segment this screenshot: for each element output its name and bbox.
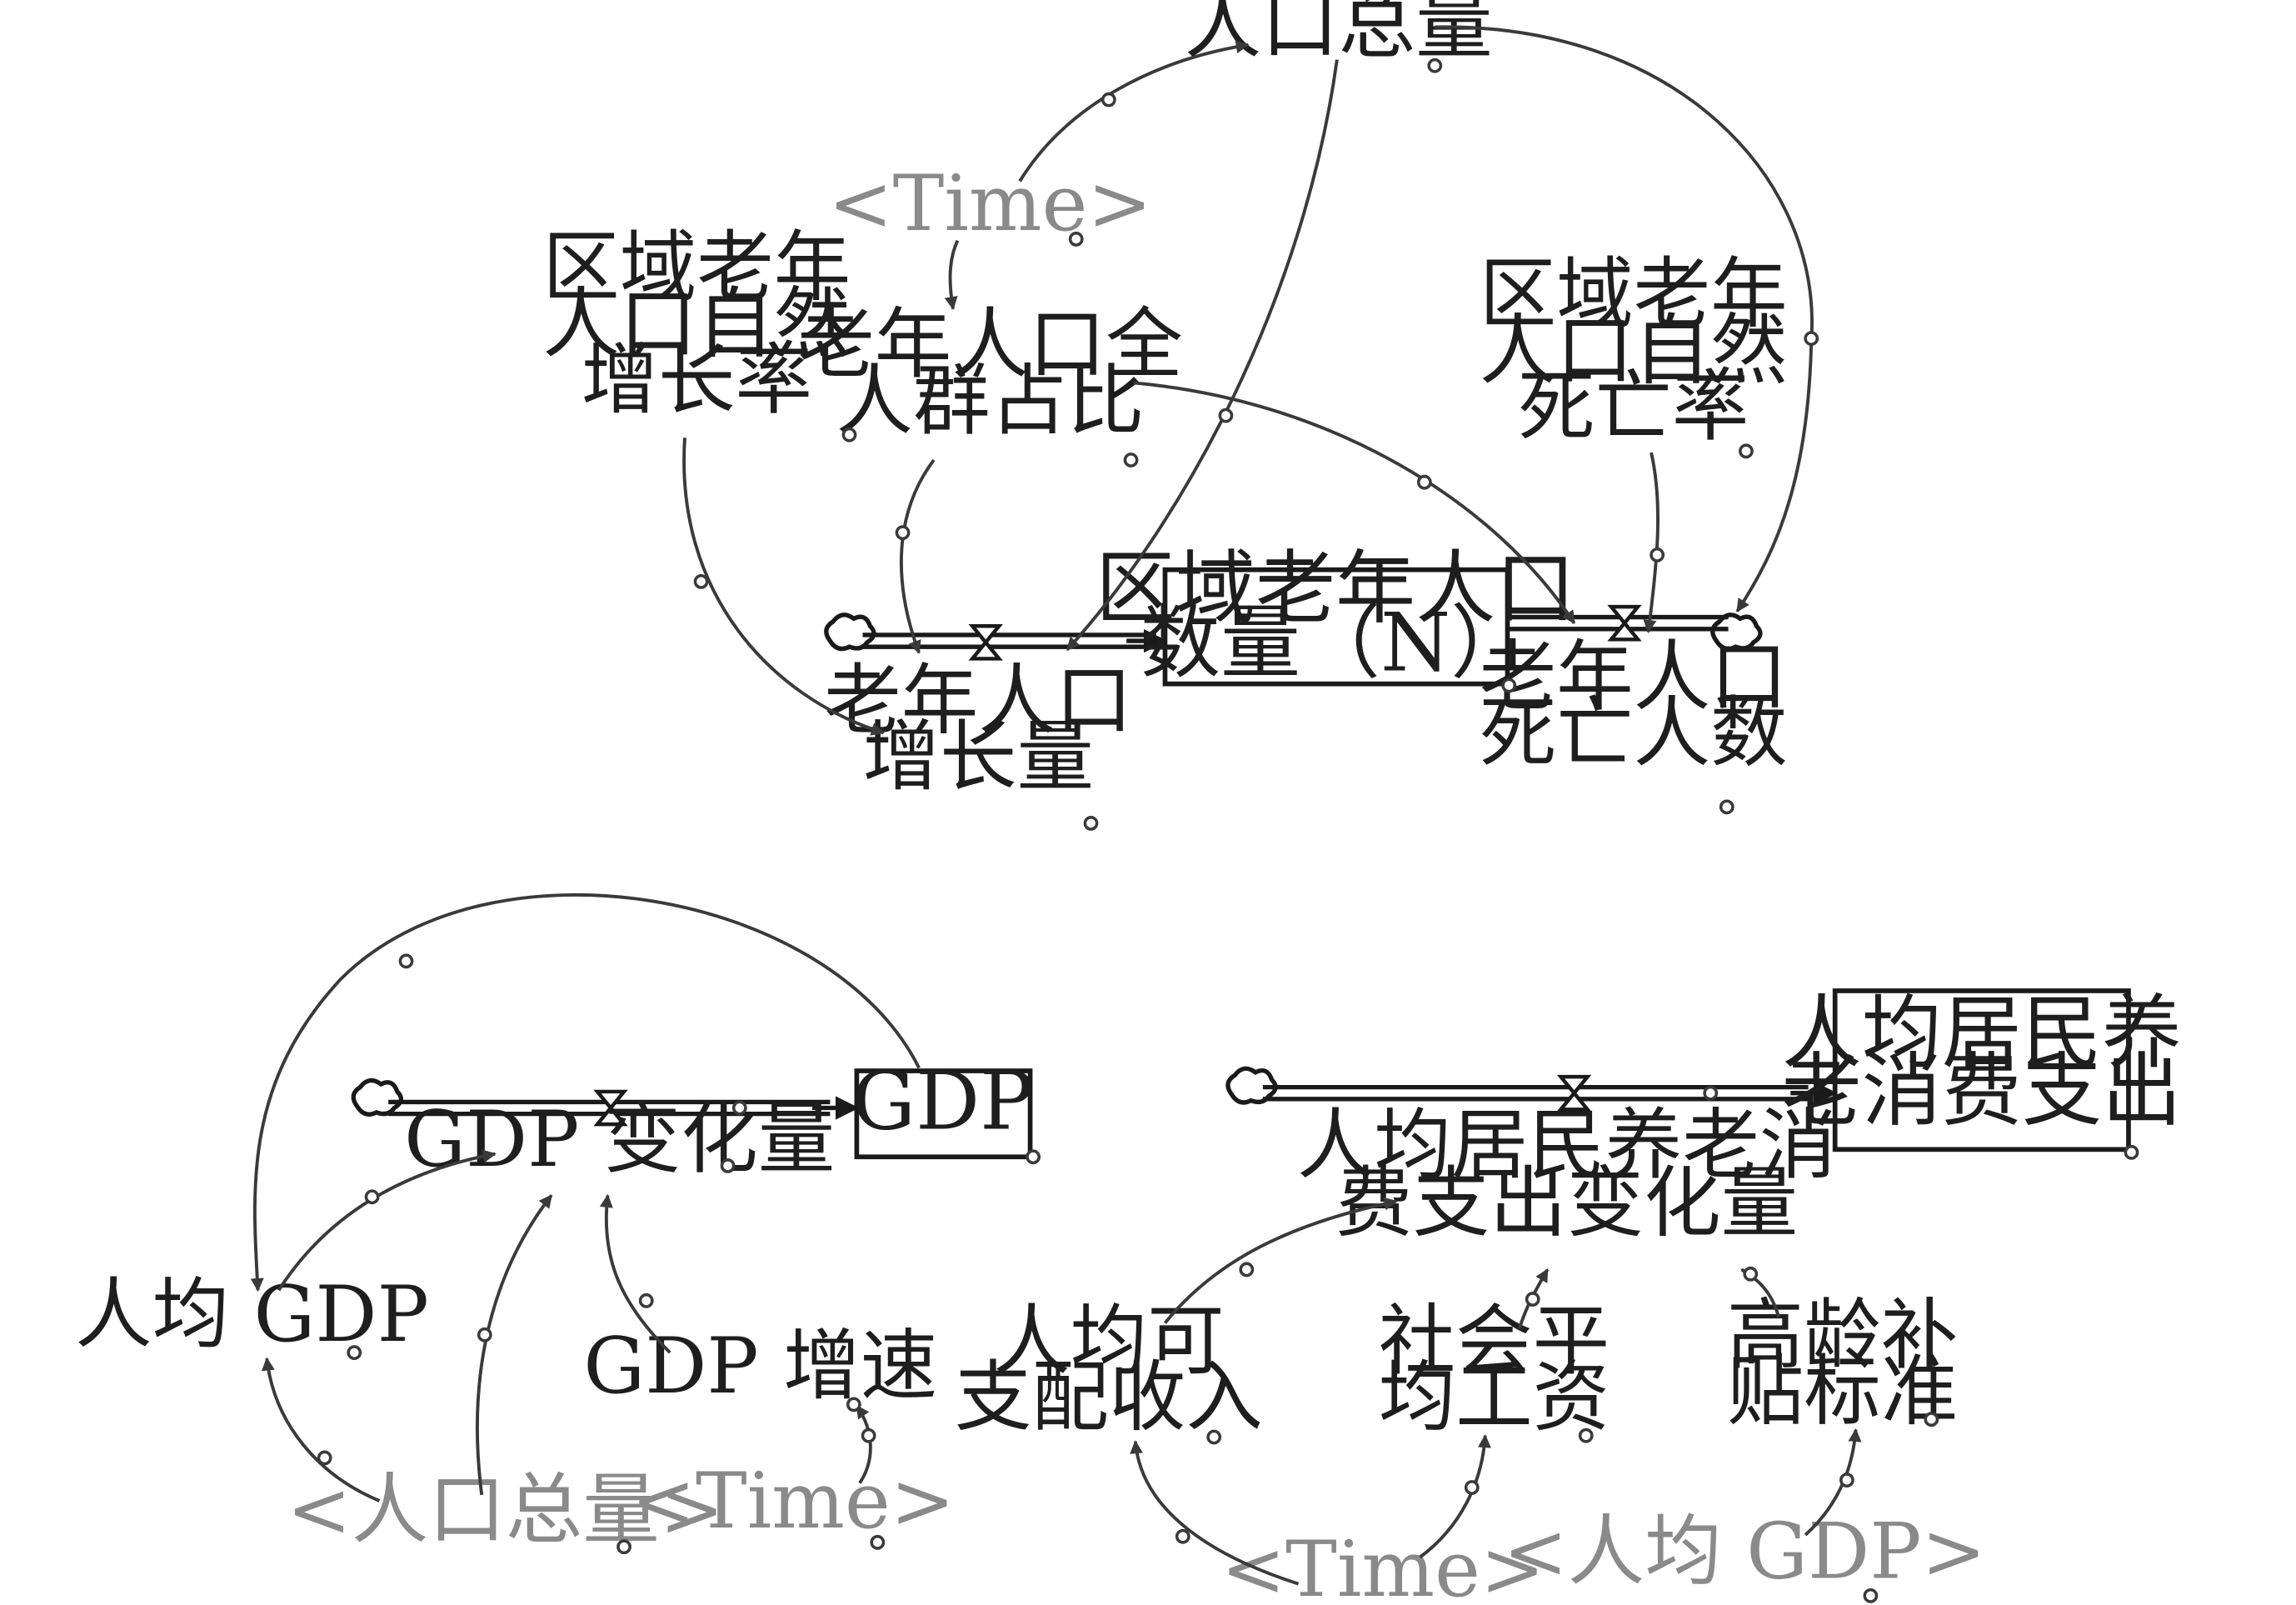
outflow-label: 老年人口 死亡人数 [1480,632,1788,778]
svg-text:死亡人数: 死亡人数 [1480,688,1788,778]
elderly-share-label: 老年人口全 人群占比 [797,299,1183,446]
svg-text:人口自然: 人口自然 [542,278,851,368]
outflow-valve-icon [1607,604,1642,642]
svg-text:高龄补: 高龄补 [1727,1290,1959,1380]
elderly-subsidy-label: 高龄补 贴标准 [1727,1290,1959,1437]
gdp-stock [854,1068,1033,1160]
inflow-valve-icon [968,624,1003,661]
gdp-source-cloud-icon [351,1078,404,1117]
inflow-pipe [862,628,1168,653]
link-time-to-growth-rate [855,1404,872,1484]
link-growth-rate-to-inflow [682,438,885,736]
average-wage-label: 社会平 均工资 [1379,1296,1610,1442]
svg-text:老消费支出: 老消费支出 [1782,1044,2182,1138]
elderly-population-stock-label: 区域老年人口 [1096,542,1575,635]
total-population-label: 人口总量 [1185,0,1493,69]
svg-text:死亡率: 死亡率 [1518,362,1749,452]
natural-death-rate-label: 区域老年 人口自然 死亡率 [1480,249,1788,452]
svg-text:区域老年: 区域老年 [1480,249,1788,339]
gdp-model: GDP GDP 变化量 人均 GDP GDP 增速 <人口总量> <Time> [75,892,1041,1555]
consumption-source-cloud-icon [1225,1066,1278,1105]
consumption-stock [1832,988,2131,1152]
elderly-population-stock-label-2: 数量（N） [1141,597,1530,690]
population-model: 区域老年人口 数量（N） 人口总量 <Time> 区域老年 人口自然 增长率 老… [542,0,1819,831]
link-time-to-income [1130,1440,1300,1586]
link-total-population-to-outflow [1435,25,1814,612]
natural-growth-rate-label: 区域老年 人口自然 增长率 [542,222,851,425]
consumption-valve-icon [1556,1074,1592,1112]
svg-text:均工资: 均工资 [1379,1352,1610,1442]
consumption-pipe [1262,1081,1838,1105]
gdp-per-capita-shadow-label: <人均 GDP> [1503,1507,1986,1597]
gdp-per-capita-label: 人均 GDP [75,1269,429,1359]
link-time-to-wage [1419,1434,1491,1559]
consumption-model: 人均居民养 老消费支出 人均居民养老消 费支出变化量 人均可 支配收入 社会平 … [955,987,2182,1605]
svg-text:支配收入: 支配收入 [955,1352,1263,1442]
svg-text:人口自然: 人口自然 [1480,305,1788,395]
svg-text:老年人口全: 老年人口全 [797,299,1183,389]
link-death-rate-to-outflow [1643,452,1660,633]
gdp-stock-label: GDP [851,1054,1033,1148]
link-handles [693,58,1819,831]
link-gdp-shadow-to-subsidy [1804,1428,1862,1537]
time-shadow-label: <Time> [828,158,1152,248]
elderly-population-stock [1162,567,1510,687]
svg-text:老年人口: 老年人口 [1480,632,1788,722]
population-shadow-label: <人口总量> [287,1465,724,1555]
sink-cloud-icon [1710,612,1763,652]
gdp-growth-rate-label: GDP 增速 [583,1321,937,1411]
link-population-to-change [475,1194,553,1496]
link-elderly-share-to-outflow [1133,381,1576,625]
svg-text:人均居民养: 人均居民养 [1782,987,2182,1080]
svg-text:人均居民养老消: 人均居民养老消 [1297,1100,1836,1190]
link-elderly-share-to-inflow [900,458,936,654]
consumption-link-handles [1175,1085,2139,1603]
svg-text:社会平: 社会平 [1379,1296,1610,1386]
gdp-change-label: GDP 变化量 [404,1094,835,1184]
svg-text:人均可: 人均可 [993,1296,1225,1386]
consumption-change-label: 人均居民养老消 费支出变化量 [1297,1100,1836,1248]
gdp-valve-icon [593,1089,628,1127]
link-time-to-elderly-share [944,239,960,311]
svg-text:增长量: 增长量 [863,712,1095,802]
gdp-link-handles [317,953,1041,1555]
link-income-to-consumption-change [1163,1197,1398,1324]
consumption-stock-label: 人均居民养 老消费支出 [1782,987,2182,1138]
svg-text:人群占比: 人群占比 [836,356,1145,446]
link-time-to-total-population [1018,40,1250,182]
svg-text:贴标准: 贴标准 [1727,1346,1959,1436]
svg-text:增长率: 增长率 [581,335,812,425]
svg-text:费支出变化量: 费支出变化量 [1335,1158,1798,1248]
svg-text:区域老年: 区域老年 [542,222,851,312]
link-population-to-per-capita [261,1357,381,1502]
disposable-income-label: 人均可 支配收入 [955,1296,1263,1442]
link-growth-rate-to-change [599,1193,671,1354]
gdp-time-shadow-label: <Time> [631,1456,956,1546]
consumption-time-shadow-label: <Time> [1221,1524,1545,1605]
link-total-population-to-inflow [1066,59,1339,652]
link-gdp-to-per-capita [250,892,921,1292]
source-cloud-icon [824,612,876,652]
